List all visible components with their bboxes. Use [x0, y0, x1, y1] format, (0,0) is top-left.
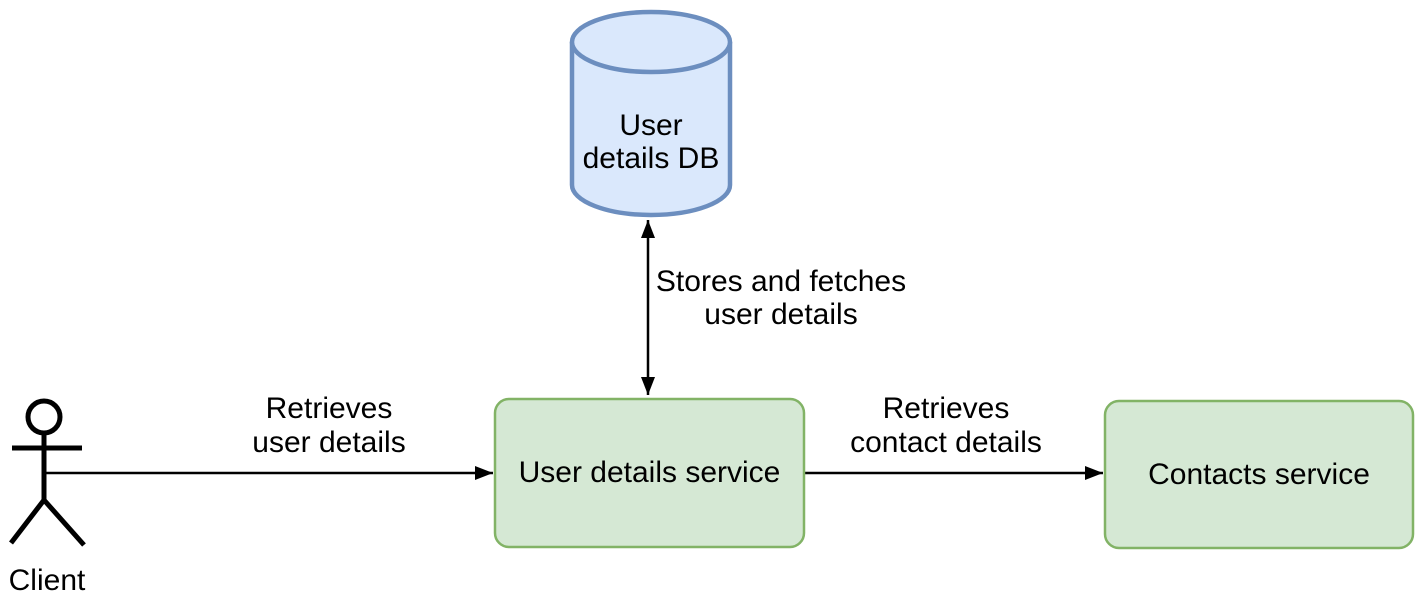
client-label: Client	[8, 564, 86, 597]
user-details-service-label: User details service	[518, 456, 781, 489]
db-label-line1: User	[619, 109, 683, 142]
contacts-service-shape	[1103, 399, 1415, 550]
user-details-db-shape	[569, 9, 733, 218]
edge-label-line1: Stores and fetches	[655, 265, 907, 298]
edge-label-line2: contact details	[850, 426, 1042, 459]
edge-label-line1: Retrieves	[882, 392, 1010, 425]
edge-label-retrieves-user-details: Retrieves user details	[219, 392, 439, 460]
edge-label-line2: user details	[252, 426, 406, 459]
db-cylinder-top	[569, 9, 733, 75]
user-details-db-label: User details DB	[572, 109, 730, 175]
edge-label-retrieves-contact-details: Retrieves contact details	[836, 392, 1056, 460]
edge-label-line2: user details	[704, 298, 858, 331]
client-actor-icon	[9, 398, 86, 547]
actor-legs	[9, 497, 86, 547]
actor-head	[25, 398, 63, 436]
user-details-service-shape	[493, 397, 806, 549]
db-cylinder-body	[569, 42, 733, 218]
db-label-line2: details DB	[582, 142, 720, 175]
edge-label-stores-and-fetches: Stores and fetches user details	[651, 265, 911, 331]
edge-label-line1: Retrieves	[265, 392, 393, 425]
contacts-service-label: Contacts service	[1148, 457, 1370, 491]
